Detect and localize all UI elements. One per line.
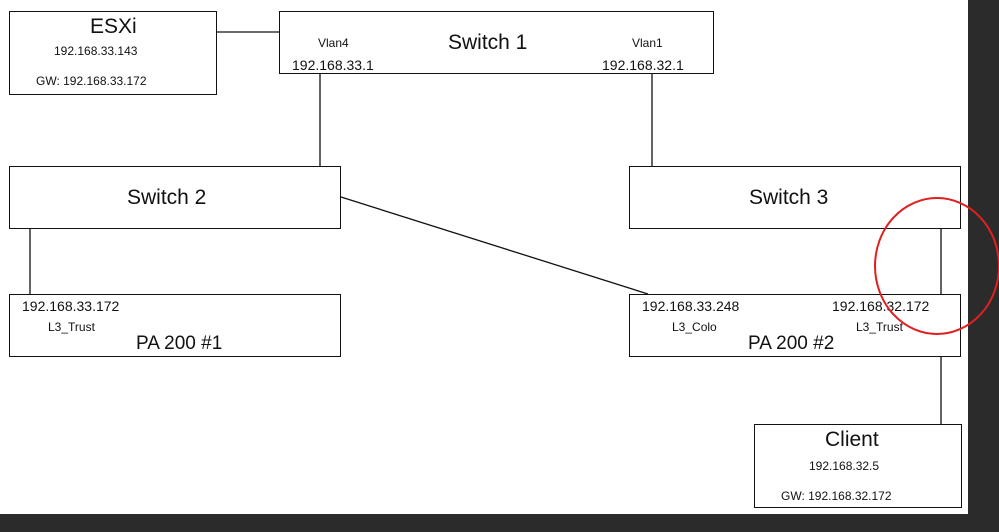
client-ip: 192.168.32.5 [809, 459, 880, 473]
pa200-2-ip-left: 192.168.33.248 [642, 298, 740, 314]
esxi-ip: 192.168.33.143 [54, 44, 138, 58]
switch1-vlan4-ip: 192.168.33.1 [292, 57, 374, 73]
client-node: Client 192.168.32.5 GW: 192.168.32.172 [754, 424, 962, 508]
pa200-2-zone-right: L3_Trust [856, 320, 903, 334]
switch1-node: Vlan4 Switch 1 Vlan1 192.168.33.1 192.16… [279, 11, 714, 74]
switch2-title: Switch 2 [127, 186, 207, 209]
pa200-1-zone: L3_Trust [48, 320, 95, 334]
pa200-2-ip-right: 192.168.32.172 [832, 298, 930, 314]
pa200-1-ip: 192.168.33.172 [22, 298, 120, 314]
client-title: Client [825, 428, 879, 451]
switch1-vlan1-ip: 192.168.32.1 [602, 57, 684, 73]
switch1-vlan4-label: Vlan4 [318, 36, 349, 50]
pa200-1-title: PA 200 #1 [136, 333, 223, 354]
pa200-2-title: PA 200 #2 [748, 333, 835, 354]
switch1-title: Switch 1 [448, 31, 528, 54]
switch3-title: Switch 3 [749, 186, 829, 209]
esxi-title: ESXi [90, 15, 137, 38]
pa200-2-node: 192.168.33.248 L3_Colo 192.168.32.172 L3… [629, 294, 961, 357]
switch2-node: Switch 2 [9, 166, 341, 229]
esxi-node: ESXi 192.168.33.143 GW: 192.168.33.172 [9, 11, 217, 95]
switch3-node: Switch 3 [629, 166, 961, 229]
client-gateway: GW: 192.168.32.172 [781, 489, 892, 503]
esxi-gateway: GW: 192.168.33.172 [36, 74, 147, 88]
diagram-canvas: ESXi 192.168.33.143 GW: 192.168.33.172 V… [0, 0, 968, 514]
pa200-1-node: 192.168.33.172 L3_Trust PA 200 #1 [9, 294, 341, 357]
pa200-2-zone-left: L3_Colo [672, 320, 717, 334]
switch1-vlan1-label: Vlan1 [632, 36, 663, 50]
